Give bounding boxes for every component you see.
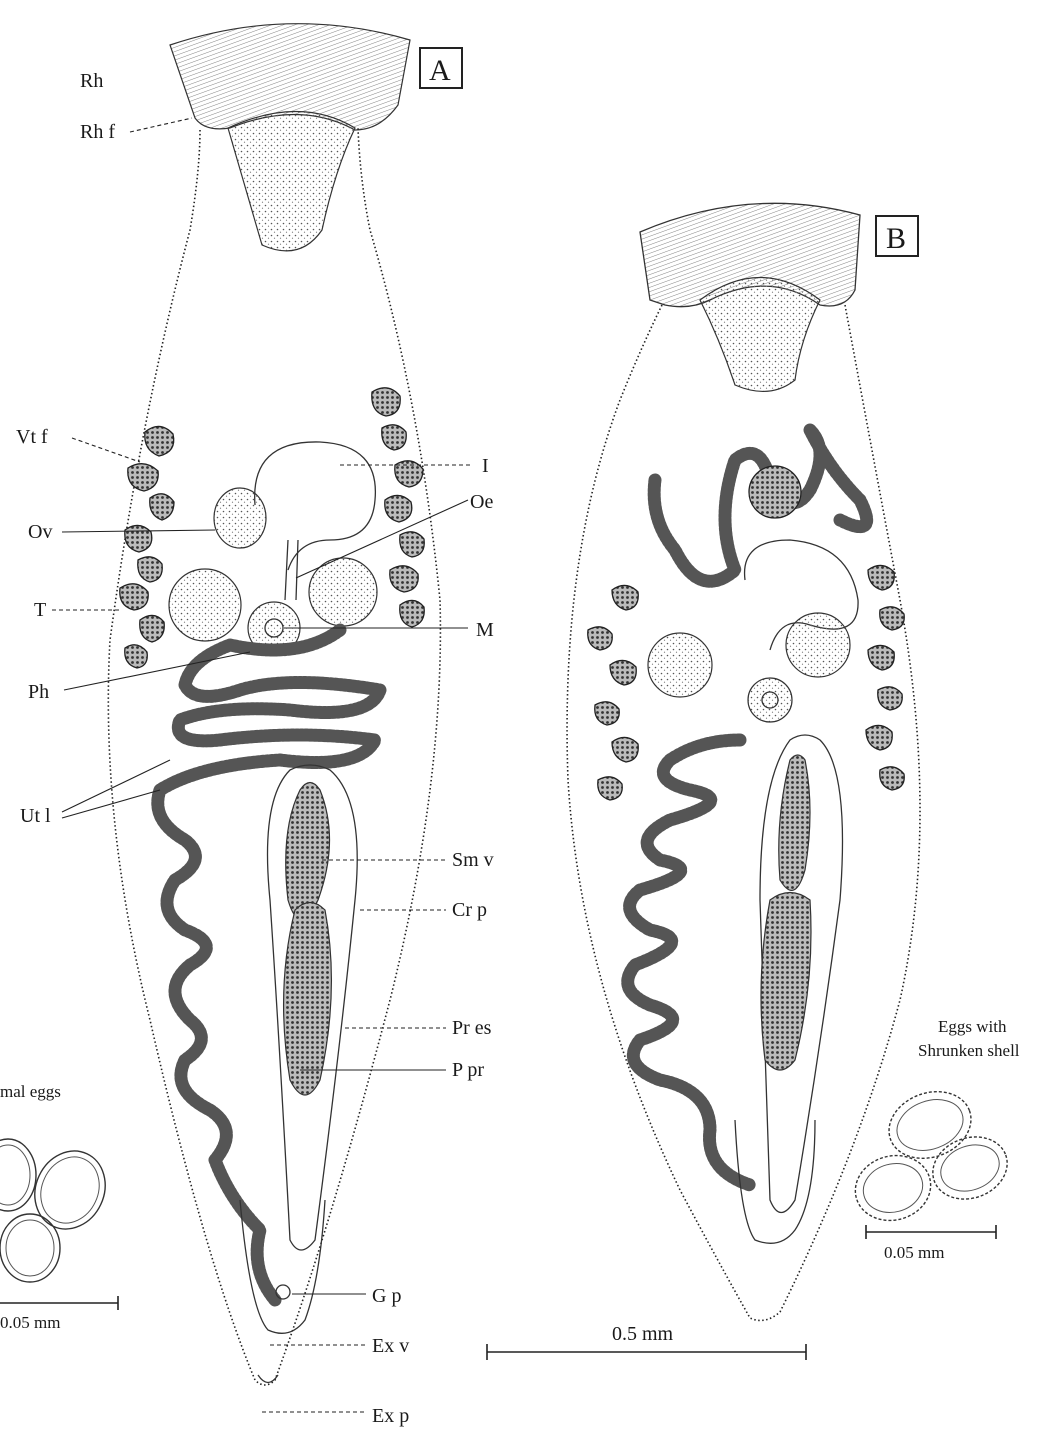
label-ph: Ph	[28, 681, 49, 703]
label-exv: Ex v	[372, 1335, 409, 1357]
panel-a-label: A	[429, 54, 451, 87]
scale-body: 0.5 mm	[487, 1323, 806, 1360]
uterine-loops-a	[158, 630, 380, 1300]
scale-label-eggs-right: 0.05 mm	[884, 1243, 944, 1262]
ovary-a	[214, 488, 266, 548]
seminal-vesicle-a	[286, 783, 330, 921]
testis-left-b	[648, 633, 712, 697]
eggs-right-caption-1: Eggs with	[938, 1017, 1007, 1036]
egg-right-3	[924, 1127, 1016, 1209]
leader-rhf	[130, 118, 192, 132]
testis-left-a	[169, 569, 241, 641]
label-crp: Cr p	[452, 899, 487, 921]
leader-oe	[296, 500, 468, 578]
label-smv: Sm v	[452, 849, 494, 871]
scale-label-eggs-left: 0.05 mm	[0, 1313, 60, 1332]
egg-left-1-inner	[0, 1145, 30, 1205]
egg-left-3	[0, 1214, 60, 1282]
label-vtf: Vt f	[16, 426, 48, 448]
testis-right-b	[786, 613, 850, 677]
excretory-pore-a	[258, 1375, 278, 1383]
eggs-right: Eggs with Shrunken shell 0.05 mm	[848, 1017, 1020, 1262]
egg-left-2	[22, 1139, 117, 1240]
label-i: I	[482, 455, 489, 477]
label-exp: Ex p	[372, 1405, 409, 1427]
panel-b: B	[567, 203, 920, 1320]
egg-left-2-inner	[30, 1147, 109, 1232]
label-pres: Pr es	[452, 1017, 492, 1039]
testis-right-a	[309, 558, 377, 626]
label-oe: Oe	[470, 491, 493, 513]
prostatic-gland-b	[761, 893, 811, 1071]
oesophagus-a	[285, 540, 298, 600]
label-gp: G p	[372, 1285, 401, 1307]
egg-right-2-inner	[858, 1157, 928, 1219]
leader-ph	[64, 652, 250, 690]
label-utl: Ut l	[20, 805, 51, 827]
ovary-b	[749, 466, 801, 518]
egg-right-3-inner	[934, 1137, 1005, 1199]
label-ov: Ov	[28, 521, 52, 543]
label-rhf: Rh f	[80, 121, 115, 143]
egg-left-3-inner	[6, 1220, 54, 1276]
eggs-right-caption-2: Shrunken shell	[918, 1041, 1020, 1060]
leader-vtf	[72, 438, 140, 462]
pharynx-b	[748, 678, 792, 722]
rhynchus-funnel-a	[228, 112, 355, 251]
vitelline-follicles-left-b	[588, 585, 639, 800]
panel-b-label: B	[886, 222, 906, 255]
egg-right-2	[848, 1147, 938, 1228]
egg-left-1	[0, 1139, 36, 1211]
label-ppr: P pr	[452, 1059, 484, 1081]
prostatic-gland-a	[284, 903, 332, 1096]
label-t: T	[34, 599, 46, 621]
seminal-vesicle-b	[779, 755, 810, 890]
leader-utl-2	[62, 790, 160, 818]
eggs-left: mal eggs 0.05 mm	[0, 1082, 118, 1332]
uterine-loops-b	[628, 740, 750, 1185]
panel-a: A Rh Rh f Vt f Ov T Ph Ut l I Oe M Sm v …	[16, 24, 494, 1427]
label-m: M	[476, 619, 494, 641]
rhynchus-funnel-b	[700, 278, 820, 392]
genital-pore-a	[276, 1285, 290, 1299]
vitelline-follicles-left-a	[120, 426, 174, 668]
vitelline-follicles-right-a	[372, 388, 424, 627]
label-rh: Rh	[80, 70, 103, 92]
vitelline-follicles-right-b	[866, 565, 904, 790]
scale-label-body: 0.5 mm	[612, 1323, 674, 1345]
eggs-left-caption: mal eggs	[0, 1082, 61, 1101]
